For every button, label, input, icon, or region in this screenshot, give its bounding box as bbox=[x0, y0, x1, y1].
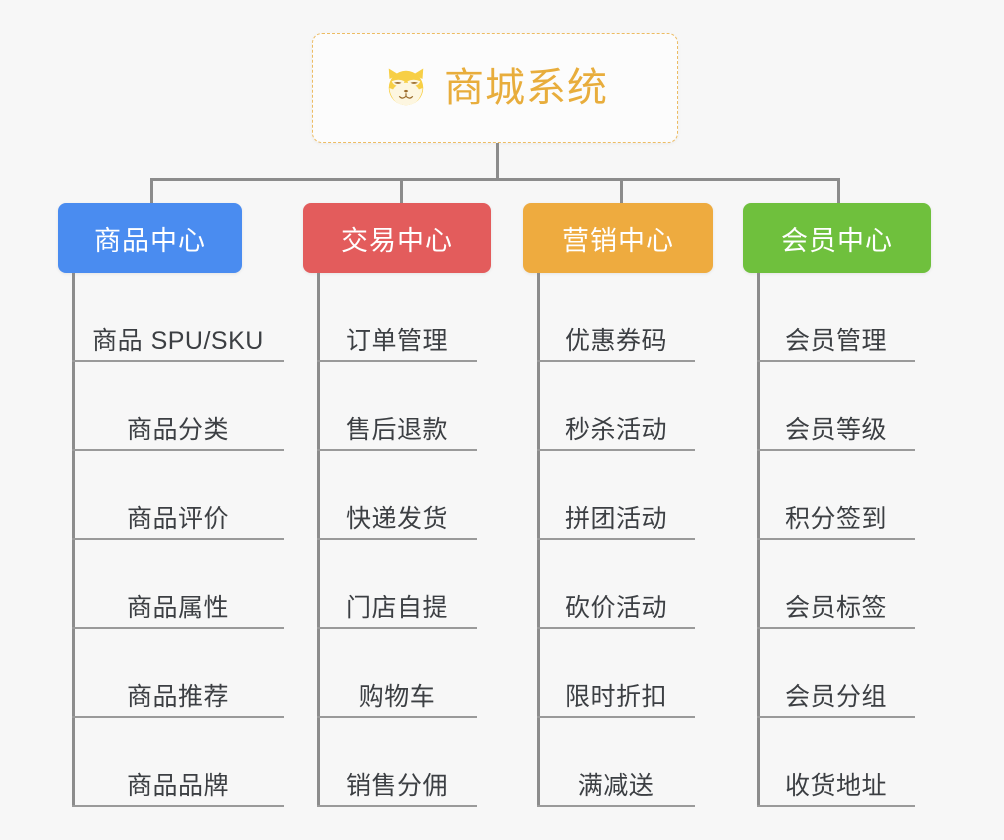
list-item[interactable]: 收货地址 bbox=[757, 718, 915, 807]
item-label: 收货地址 bbox=[784, 772, 887, 801]
list-item[interactable]: 购物车 bbox=[317, 629, 477, 718]
connector-root-stem bbox=[496, 143, 499, 181]
item-label: 会员标签 bbox=[784, 594, 887, 623]
branch-items-1: 商品 SPU/SKU 商品分类 商品评价 商品属性 商品推荐 商品品牌 bbox=[58, 273, 298, 807]
branch-header-2[interactable]: 交易中心 bbox=[303, 203, 491, 273]
item-label: 商品分类 bbox=[126, 416, 229, 445]
branch-items-4: 会员管理 会员等级 积分签到 会员标签 会员分组 收货地址 bbox=[743, 273, 983, 807]
item-label: 拼团活动 bbox=[564, 505, 667, 534]
branch-spine-3 bbox=[537, 273, 540, 807]
list-item[interactable]: 限时折扣 bbox=[537, 629, 695, 718]
branch-column-4: 会员中心 会员管理 会员等级 积分签到 会员标签 会员分组 收货地址 bbox=[743, 203, 983, 823]
item-label: 商品 SPU/SKU bbox=[92, 327, 264, 356]
list-item[interactable]: 秒杀活动 bbox=[537, 362, 695, 451]
list-item[interactable]: 售后退款 bbox=[317, 362, 477, 451]
list-item[interactable]: 会员标签 bbox=[757, 540, 915, 629]
list-item[interactable]: 优惠券码 bbox=[537, 273, 695, 362]
list-item[interactable]: 会员等级 bbox=[757, 362, 915, 451]
connector-drop-3 bbox=[620, 178, 623, 205]
list-item[interactable]: 商品评价 bbox=[72, 451, 284, 540]
item-label: 订单管理 bbox=[345, 327, 448, 356]
list-item[interactable]: 商品 SPU/SKU bbox=[72, 273, 284, 362]
item-label: 积分签到 bbox=[784, 505, 887, 534]
branch-column-3: 营销中心 优惠券码 秒杀活动 拼团活动 砍价活动 限时折扣 满减送 bbox=[523, 203, 763, 823]
connector-drop-1 bbox=[150, 178, 153, 205]
root-node[interactable]: 商城系统 bbox=[312, 33, 678, 143]
item-label: 快递发货 bbox=[345, 505, 448, 534]
list-item[interactable]: 会员管理 bbox=[757, 273, 915, 362]
branch-column-2: 交易中心 订单管理 售后退款 快递发货 门店自提 购物车 销售分佣 bbox=[303, 203, 543, 823]
item-label: 会员等级 bbox=[784, 416, 887, 445]
item-label: 秒杀活动 bbox=[564, 416, 667, 445]
connector-drop-4 bbox=[837, 178, 840, 205]
item-label: 会员分组 bbox=[784, 683, 887, 712]
item-label: 砍价活动 bbox=[564, 594, 667, 623]
item-label: 销售分佣 bbox=[345, 772, 448, 801]
item-label: 购物车 bbox=[358, 683, 436, 712]
branch-column-1: 商品中心 商品 SPU/SKU 商品分类 商品评价 商品属性 商品推荐 商品品牌 bbox=[58, 203, 298, 823]
list-item[interactable]: 门店自提 bbox=[317, 540, 477, 629]
item-label: 售后退款 bbox=[345, 416, 448, 445]
branch-label-1: 商品中心 bbox=[94, 225, 206, 256]
item-label: 满减送 bbox=[577, 772, 655, 801]
item-label: 商品推荐 bbox=[126, 683, 229, 712]
item-label: 会员管理 bbox=[784, 327, 887, 356]
branch-spine-4 bbox=[757, 273, 760, 807]
list-item[interactable]: 满减送 bbox=[537, 718, 695, 807]
list-item[interactable]: 商品品牌 bbox=[72, 718, 284, 807]
list-item[interactable]: 会员分组 bbox=[757, 629, 915, 718]
branch-label-4: 会员中心 bbox=[781, 225, 893, 256]
branch-label-3: 营销中心 bbox=[562, 225, 674, 256]
item-label: 商品评价 bbox=[126, 505, 229, 534]
branch-spine-2 bbox=[317, 273, 320, 807]
branch-spine-1 bbox=[72, 273, 75, 807]
item-label: 优惠券码 bbox=[564, 327, 667, 356]
shiba-dog-face-icon bbox=[388, 68, 424, 106]
list-item[interactable]: 销售分佣 bbox=[317, 718, 477, 807]
branch-items-2: 订单管理 售后退款 快递发货 门店自提 购物车 销售分佣 bbox=[303, 273, 543, 807]
list-item[interactable]: 拼团活动 bbox=[537, 451, 695, 540]
branch-header-1[interactable]: 商品中心 bbox=[58, 203, 242, 273]
branch-items-3: 优惠券码 秒杀活动 拼团活动 砍价活动 限时折扣 满减送 bbox=[523, 273, 763, 807]
item-label: 门店自提 bbox=[345, 594, 448, 623]
connector-horizontal-bus bbox=[150, 178, 840, 181]
branch-label-2: 交易中心 bbox=[341, 225, 453, 256]
list-item[interactable]: 商品分类 bbox=[72, 362, 284, 451]
list-item[interactable]: 订单管理 bbox=[317, 273, 477, 362]
list-item[interactable]: 快递发货 bbox=[317, 451, 477, 540]
connector-drop-2 bbox=[400, 178, 403, 205]
list-item[interactable]: 砍价活动 bbox=[537, 540, 695, 629]
item-label: 商品属性 bbox=[126, 594, 229, 623]
branch-header-4[interactable]: 会员中心 bbox=[743, 203, 931, 273]
branch-header-3[interactable]: 营销中心 bbox=[523, 203, 713, 273]
list-item[interactable]: 商品属性 bbox=[72, 540, 284, 629]
item-label: 商品品牌 bbox=[126, 772, 229, 801]
item-label: 限时折扣 bbox=[564, 683, 667, 712]
list-item[interactable]: 积分签到 bbox=[757, 451, 915, 540]
root-title: 商城系统 bbox=[444, 66, 608, 110]
list-item[interactable]: 商品推荐 bbox=[72, 629, 284, 718]
